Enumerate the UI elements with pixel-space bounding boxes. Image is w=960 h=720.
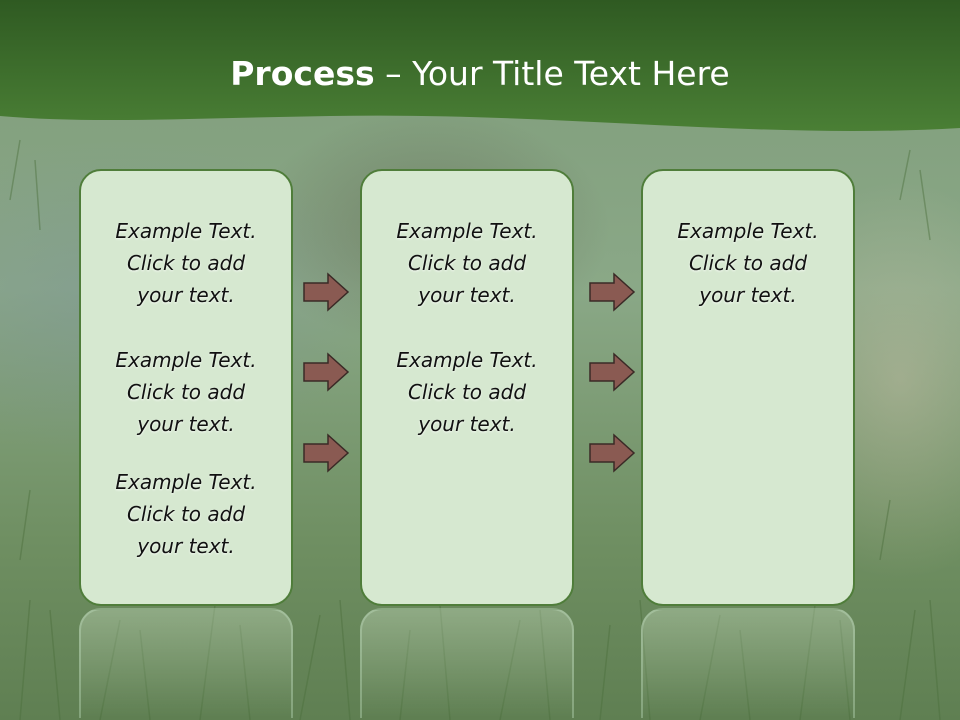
text-block[interactable]: Example Text. Click to add your text. bbox=[362, 215, 572, 311]
right-arrow-icon[interactable] bbox=[588, 433, 636, 473]
text-block[interactable]: Example Text. Click to add your text. bbox=[81, 466, 291, 562]
right-arrow-icon[interactable] bbox=[302, 433, 350, 473]
text-line: Click to add bbox=[126, 380, 246, 404]
text-block[interactable]: Example Text. Click to add your text. bbox=[81, 344, 291, 440]
text-line: Click to add bbox=[126, 502, 246, 526]
text-line: Click to add bbox=[407, 251, 527, 275]
text-line: Example Text. bbox=[396, 348, 538, 372]
text-line: Click to add bbox=[407, 380, 527, 404]
text-line: Example Text. bbox=[115, 348, 257, 372]
text-line: your text. bbox=[418, 412, 516, 436]
text-block[interactable]: Example Text. Click to add your text. bbox=[362, 344, 572, 440]
right-arrow-icon[interactable] bbox=[302, 352, 350, 392]
text-line: Example Text. bbox=[115, 470, 257, 494]
text-line: your text. bbox=[137, 412, 235, 436]
title-rest: – Your Title Text Here bbox=[374, 54, 730, 93]
text-line: Example Text. bbox=[396, 219, 538, 243]
slide-title[interactable]: Process – Your Title Text Here bbox=[0, 54, 960, 93]
right-arrow-icon[interactable] bbox=[302, 272, 350, 312]
text-line: Example Text. bbox=[115, 219, 257, 243]
process-box-3[interactable]: Example Text. Click to add your text. bbox=[641, 169, 855, 606]
box-reflection bbox=[79, 608, 293, 718]
text-line: your text. bbox=[137, 534, 235, 558]
right-arrow-icon[interactable] bbox=[588, 272, 636, 312]
text-line: your text. bbox=[699, 283, 797, 307]
text-line: your text. bbox=[137, 283, 235, 307]
box-reflection bbox=[360, 608, 574, 718]
text-block[interactable]: Example Text. Click to add your text. bbox=[81, 215, 291, 311]
text-line: your text. bbox=[418, 283, 516, 307]
text-line: Example Text. bbox=[677, 219, 819, 243]
process-box-2[interactable]: Example Text. Click to add your text. Ex… bbox=[360, 169, 574, 606]
text-block[interactable]: Example Text. Click to add your text. bbox=[643, 215, 853, 311]
box-reflection bbox=[641, 608, 855, 718]
text-line: Click to add bbox=[126, 251, 246, 275]
header-band bbox=[0, 0, 960, 132]
process-box-1[interactable]: Example Text. Click to add your text. Ex… bbox=[79, 169, 293, 606]
text-line: Click to add bbox=[688, 251, 808, 275]
title-bold: Process bbox=[230, 54, 375, 93]
right-arrow-icon[interactable] bbox=[588, 352, 636, 392]
